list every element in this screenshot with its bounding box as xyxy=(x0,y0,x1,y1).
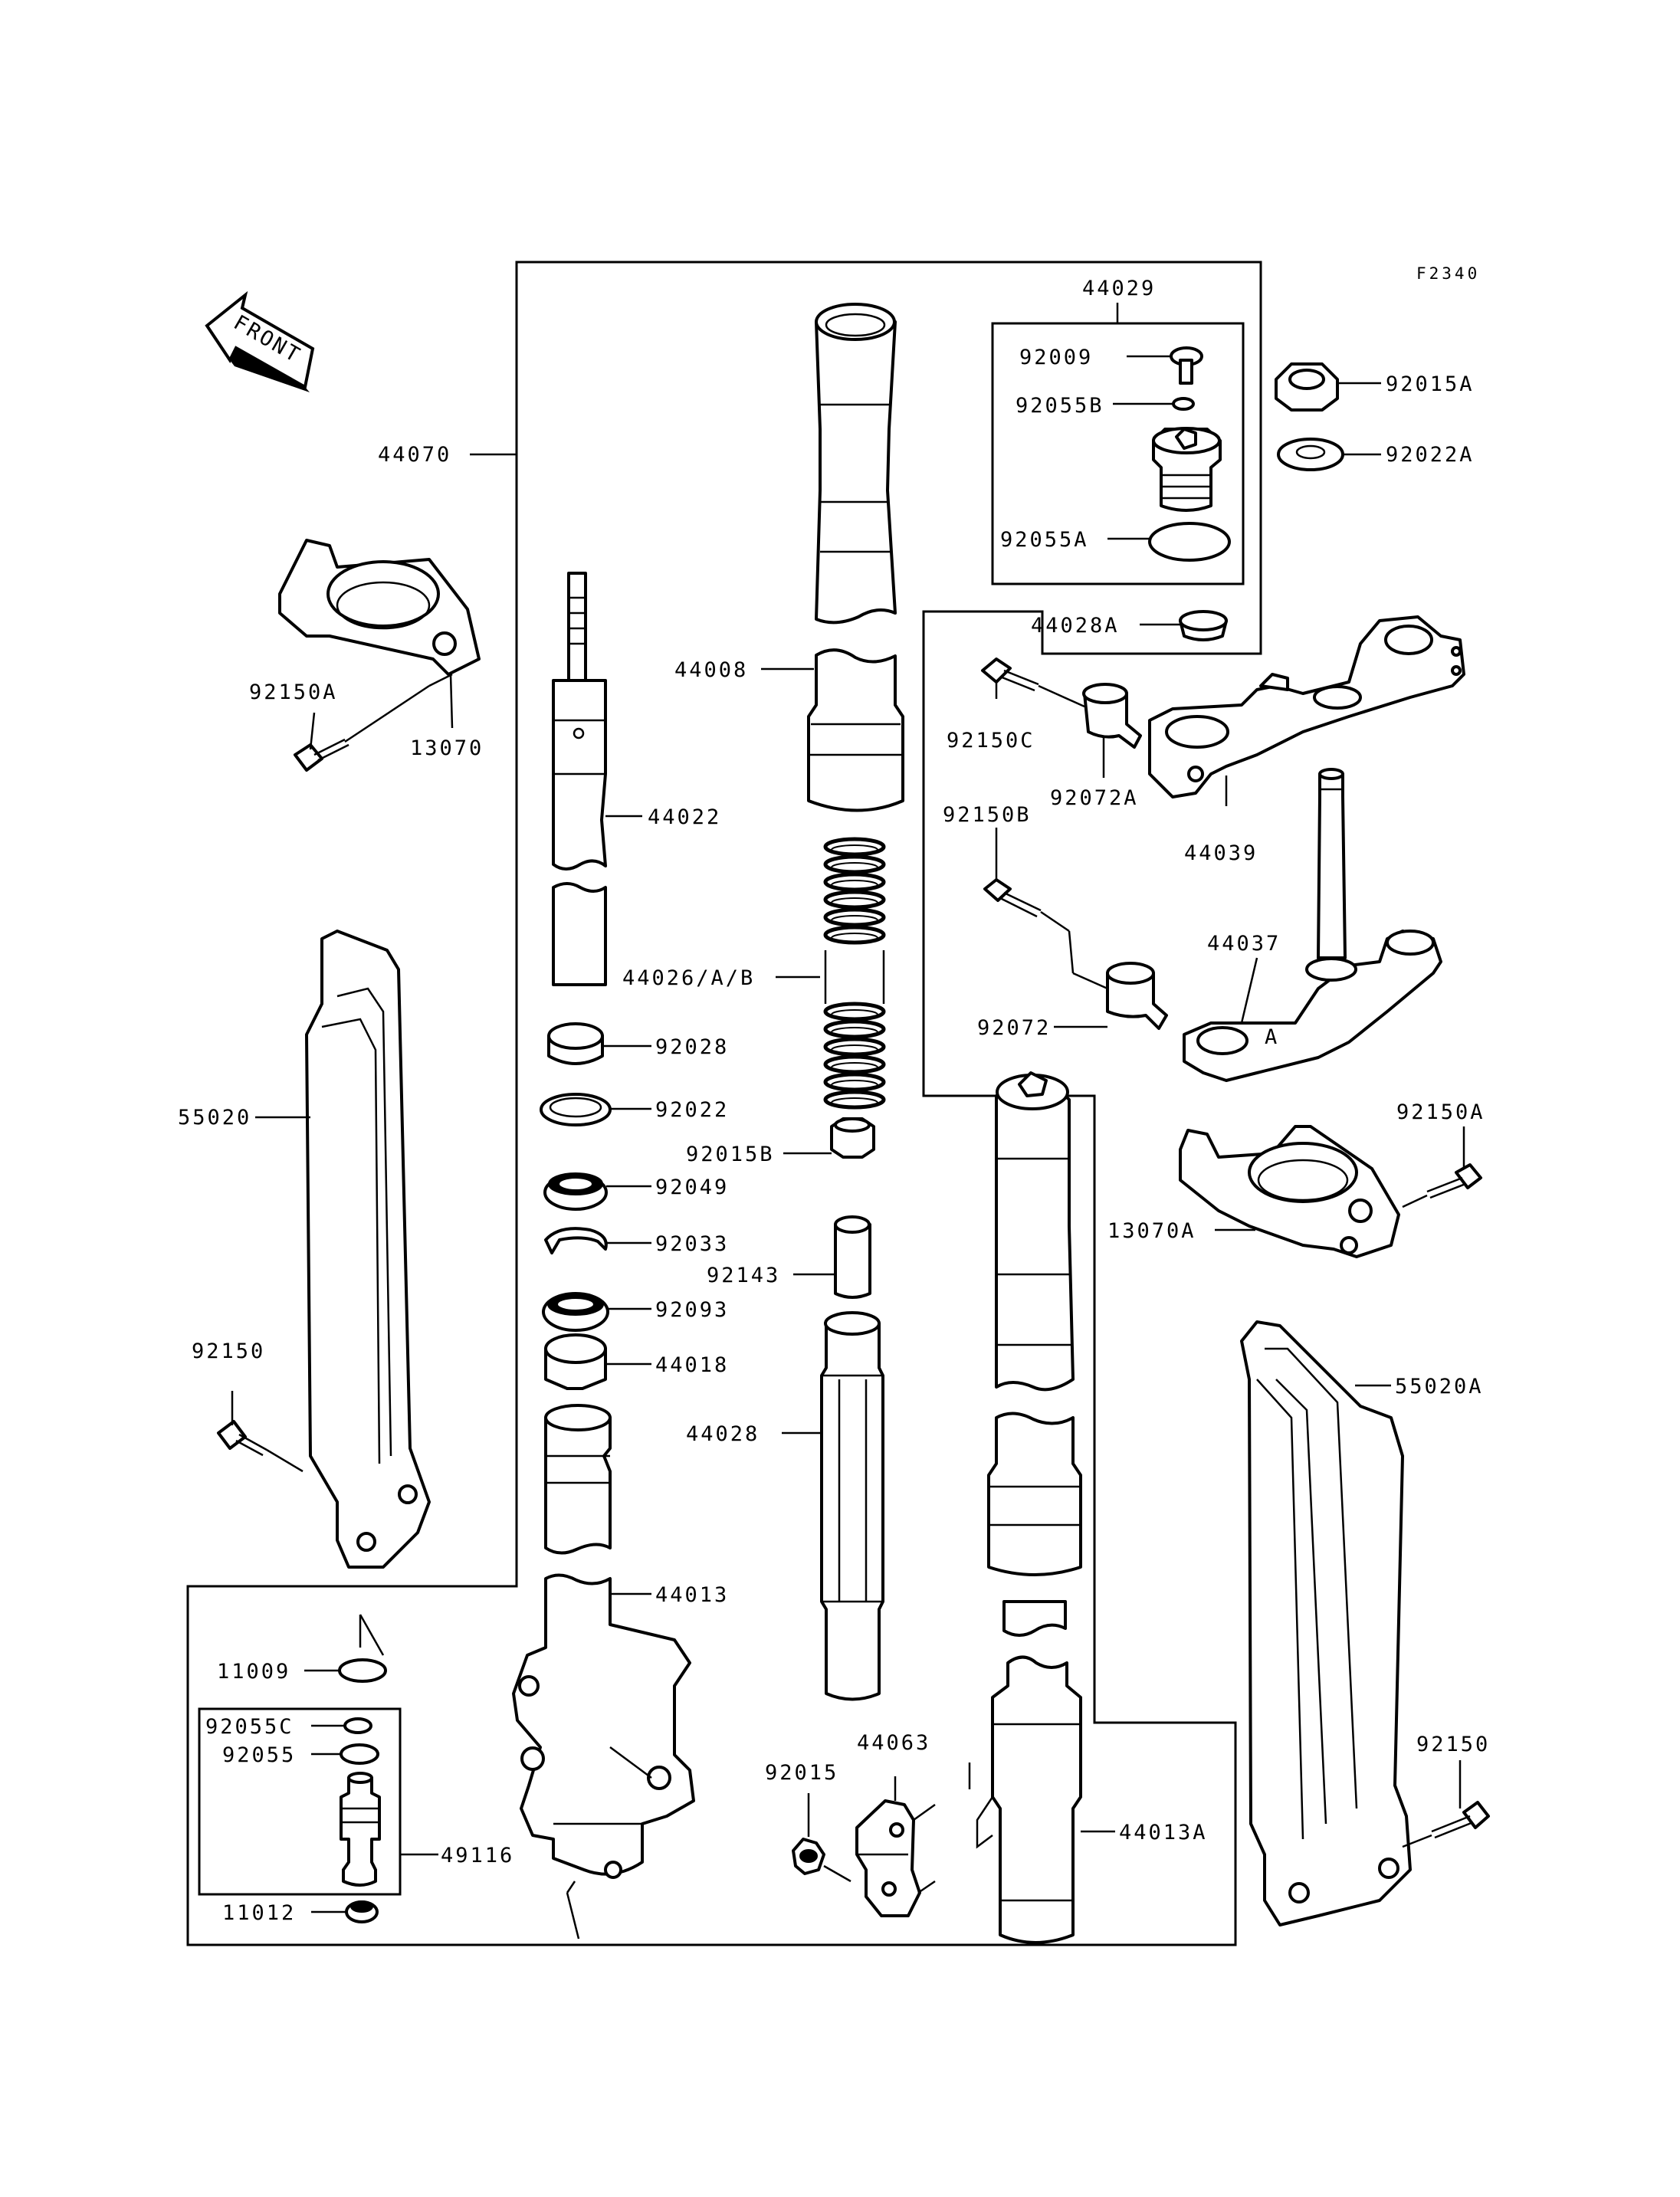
inner-tube-top xyxy=(807,303,904,812)
upper-triple-clamp xyxy=(1148,615,1465,798)
o-ring-11009 xyxy=(338,1658,387,1683)
clip-92033 xyxy=(544,1227,608,1254)
label-92015: 92015 xyxy=(765,1761,838,1785)
outer-tube-right xyxy=(976,1655,1082,1944)
fork-guard-clamp-lower xyxy=(1179,1125,1400,1258)
label-44037: 44037 xyxy=(1207,932,1281,956)
label-92150a-right: 92150A xyxy=(1396,1100,1485,1124)
nut-92015 xyxy=(792,1838,825,1875)
label-44028: 44028 xyxy=(686,1422,760,1446)
o-ring-92055b xyxy=(1172,397,1195,411)
label-13070: 13070 xyxy=(410,736,484,760)
collar-92072 xyxy=(1106,962,1168,1030)
nut-11012 xyxy=(345,1900,379,1923)
label-92009: 92009 xyxy=(1019,346,1093,369)
screw-92009 xyxy=(1170,346,1203,385)
label-55020: 55020 xyxy=(178,1106,251,1130)
label-55020a: 55020A xyxy=(1395,1375,1484,1399)
label-49116: 49116 xyxy=(441,1844,514,1867)
nut-92015a xyxy=(1275,362,1339,412)
label-92055b: 92055B xyxy=(1016,394,1104,418)
oil-seal-92049 xyxy=(543,1172,608,1211)
washer-92022a xyxy=(1277,438,1344,471)
label-44013a: 44013A xyxy=(1119,1821,1208,1844)
fork-guard-left xyxy=(305,930,431,1569)
bolt-92150-right xyxy=(1431,1801,1490,1839)
label-44029: 44029 xyxy=(1082,277,1156,300)
figure-code: F2340 xyxy=(1416,264,1480,283)
o-ring-92055 xyxy=(340,1743,379,1765)
label-92143: 92143 xyxy=(707,1264,780,1287)
nut-92015b xyxy=(830,1117,875,1159)
guide-bushing-44018 xyxy=(544,1333,607,1390)
label-44026: 44026/A/B xyxy=(622,966,755,990)
label-13070a: 13070A xyxy=(1107,1219,1196,1243)
outer-tube-left xyxy=(512,1404,695,1879)
bolt-92150-left xyxy=(217,1420,267,1457)
label-92022: 92022 xyxy=(655,1098,729,1122)
label-44063: 44063 xyxy=(857,1731,930,1755)
fork-guard-clamp-upper xyxy=(278,539,481,676)
fork-spring-coils xyxy=(823,837,886,1110)
label-92055a: 92055A xyxy=(1000,528,1089,552)
label-92022a: 92022A xyxy=(1386,443,1475,467)
damper-rod xyxy=(552,572,607,986)
svg-text:A: A xyxy=(1265,1025,1279,1049)
bolt-92150a-right xyxy=(1426,1163,1482,1199)
spacer-92143 xyxy=(834,1215,871,1299)
label-92093: 92093 xyxy=(655,1298,729,1322)
label-44022: 44022 xyxy=(648,805,721,829)
fork-cap xyxy=(1152,427,1222,512)
label-92055: 92055 xyxy=(222,1743,296,1767)
label-92150b: 92150B xyxy=(943,803,1032,827)
bolt-92150b xyxy=(983,878,1042,918)
label-11009: 11009 xyxy=(217,1660,290,1684)
dust-seal-92093 xyxy=(542,1292,609,1332)
label-92150-left: 92150 xyxy=(192,1340,265,1363)
label-44070: 44070 xyxy=(378,443,451,467)
fork-guard-right xyxy=(1240,1320,1412,1926)
label-44039: 44039 xyxy=(1184,841,1258,865)
bolt-92150a-left xyxy=(294,738,349,772)
inner-tube-right xyxy=(987,1071,1082,1637)
label-92055c: 92055C xyxy=(205,1715,294,1739)
label-92072: 92072 xyxy=(977,1016,1051,1040)
collar-92072a xyxy=(1082,683,1142,749)
label-92150c: 92150C xyxy=(947,729,1035,753)
label-44013: 44013 xyxy=(655,1583,729,1607)
label-92150-right: 92150 xyxy=(1416,1733,1490,1756)
front-arrow-icon: FRONT xyxy=(205,290,315,392)
valve-kit-box xyxy=(198,1707,402,1896)
axle-clamp-44063 xyxy=(855,1799,921,1917)
label-92033: 92033 xyxy=(655,1232,729,1256)
label-92015a: 92015A xyxy=(1386,372,1475,396)
label-44018: 44018 xyxy=(655,1353,729,1377)
ring-92028 xyxy=(547,1022,604,1065)
label-92150a-left: 92150A xyxy=(249,680,338,704)
valve-49116 xyxy=(340,1772,381,1887)
washer-44028a xyxy=(1179,610,1228,641)
o-ring-92055c xyxy=(343,1717,372,1734)
cartridge-44028 xyxy=(820,1311,884,1701)
label-92049: 92049 xyxy=(655,1176,729,1199)
lower-triple-clamp: A xyxy=(1183,768,1442,1082)
label-92028: 92028 xyxy=(655,1035,729,1059)
label-92015b: 92015B xyxy=(686,1143,775,1166)
o-ring-92055a xyxy=(1148,522,1231,562)
label-44028a: 44028A xyxy=(1031,614,1120,638)
label-92072a: 92072A xyxy=(1050,786,1139,810)
label-11012: 11012 xyxy=(222,1901,296,1925)
bolt-92150c xyxy=(981,657,1039,692)
label-44008: 44008 xyxy=(674,658,748,682)
